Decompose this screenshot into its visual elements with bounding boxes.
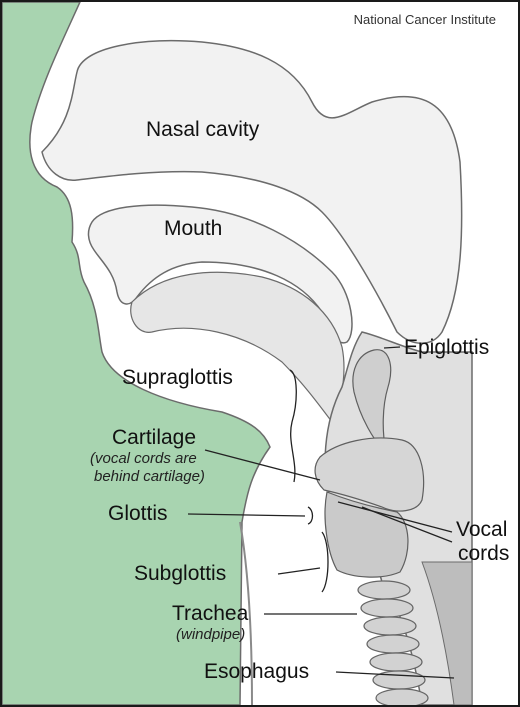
label-glottis: Glottis (108, 502, 168, 525)
esophagus-shape (421, 561, 473, 705)
label-cartilage: Cartilage (112, 426, 197, 449)
mouth-shape (87, 204, 353, 344)
label-cartilage-note-line1: (vocal cords are (90, 450, 197, 467)
leader-lines (187, 346, 455, 679)
epiglottis-shape (352, 349, 392, 454)
larynx-body-shape (324, 491, 409, 578)
label-nasal-cavity: Nasal cavity (146, 118, 260, 141)
thyroid-cartilage-shape (314, 437, 425, 512)
label-cartilage-note-line2: behind cartilage) (94, 468, 205, 485)
label-supraglottis: Supraglottis (122, 366, 233, 389)
label-epiglottis: Epiglottis (404, 336, 490, 359)
label-vocal-cords-line2: cords (458, 542, 510, 565)
neck-outline (239, 521, 253, 705)
label-mouth: Mouth (164, 217, 223, 240)
credit-text: National Cancer Institute (353, 12, 496, 27)
label-trachea-note: (windpipe) (176, 626, 246, 643)
label-subglottis: Subglottis (134, 562, 227, 585)
label-trachea: Trachea (172, 602, 249, 625)
face-skin-region (2, 2, 271, 705)
label-esophagus: Esophagus (204, 660, 310, 683)
nasal-cavity-shape (41, 40, 463, 344)
label-vocal-cords-line1: Vocal (456, 518, 508, 541)
